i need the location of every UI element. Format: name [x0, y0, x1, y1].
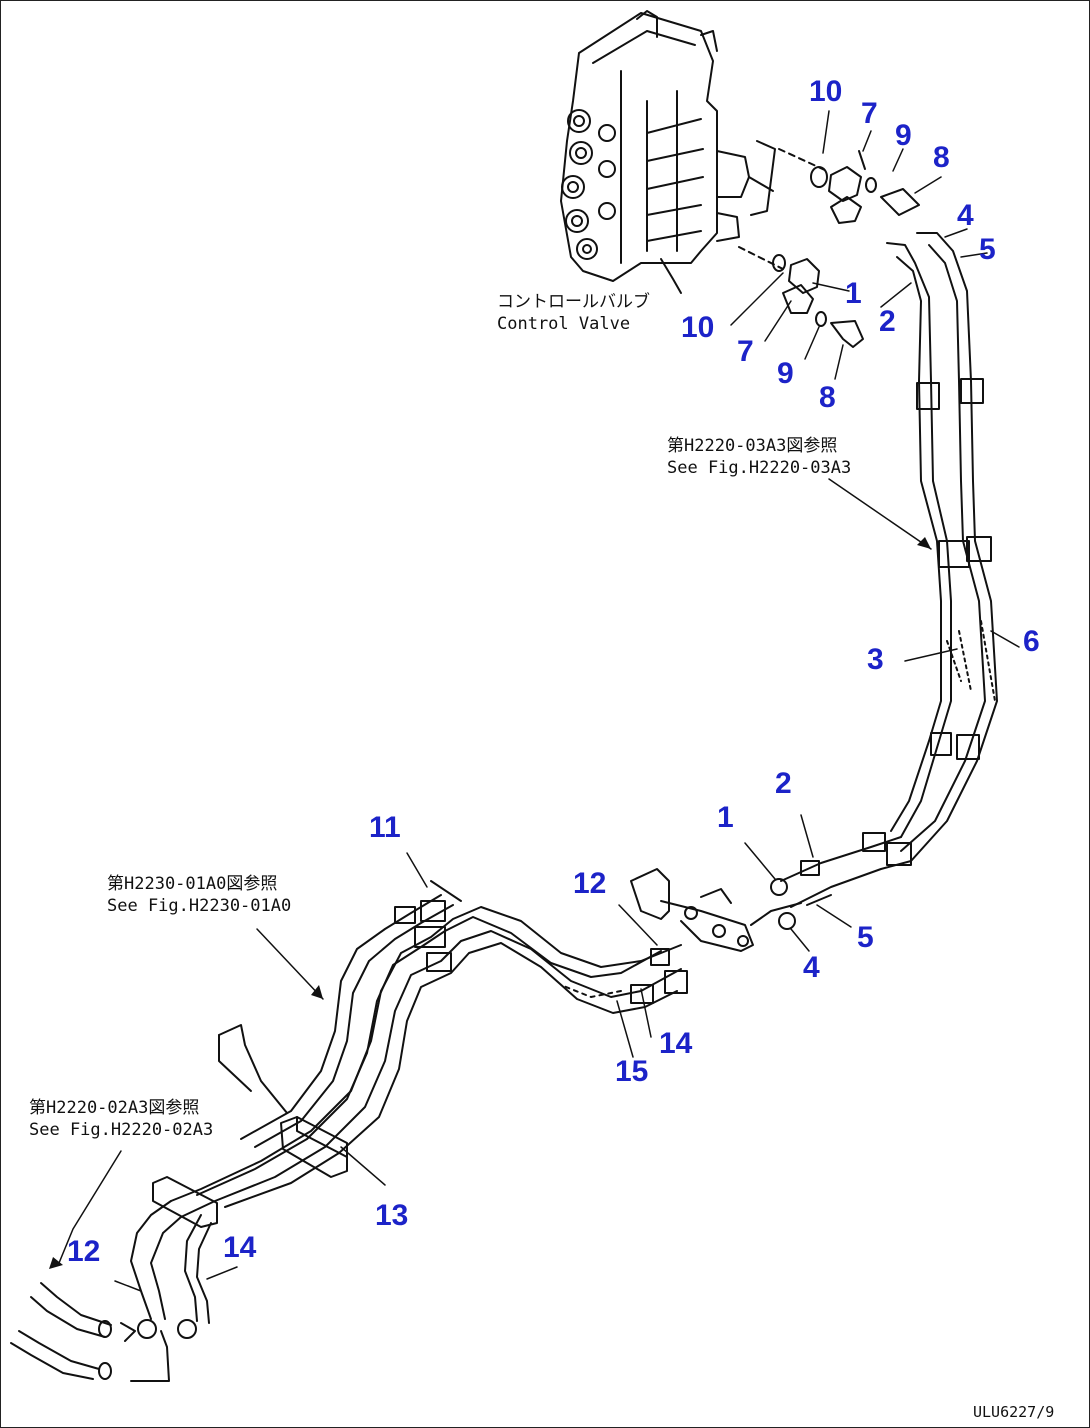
control-valve-body — [560, 10, 776, 294]
end-hoses — [10, 1200, 212, 1382]
callout-13: 13 — [375, 1199, 409, 1232]
reference-note-h2220-02a3: 第H2220-02A3図参照 See Fig.H2220-02A3 — [29, 1097, 213, 1141]
leader-lines — [58, 110, 1020, 1292]
reference-en: See Fig.H2220-02A3 — [29, 1120, 214, 1140]
reference-jp: 第H2230-01A0図参照 — [107, 874, 278, 894]
reference-note-h2220-03a3: 第H2220-03A3図参照 See Fig.H2220-03A3 — [667, 435, 851, 479]
upper-hoses — [886, 232, 998, 862]
callout-5-upper: 5 — [979, 233, 996, 266]
control-valve-label-en: Control Valve — [497, 314, 631, 334]
lower-clamp — [152, 1024, 348, 1228]
callout-9-lower: 9 — [777, 357, 794, 390]
lower-hose-bundle — [170, 880, 688, 1218]
callout-14-middle: 14 — [659, 1027, 693, 1060]
reference-en: See Fig.H2220-03A3 — [667, 458, 852, 478]
reference-jp: 第H2220-02A3図参照 — [29, 1098, 200, 1118]
callout-4-upper: 4 — [957, 199, 974, 232]
callout-14-lower: 14 — [223, 1231, 257, 1264]
upper-flange-fittings — [810, 150, 920, 224]
arrowheads — [49, 537, 931, 1269]
callout-3: 3 — [867, 643, 884, 676]
callout-10-upper: 10 — [809, 75, 843, 108]
callout-15: 15 — [615, 1055, 649, 1088]
callout-8-lower: 8 — [819, 381, 836, 414]
lower-flange-fittings — [772, 254, 864, 348]
callout-12-middle: 12 — [573, 867, 607, 900]
reference-jp: 第H2220-03A3図参照 — [667, 436, 838, 456]
middle-hoses — [750, 832, 912, 930]
callout-9-upper: 9 — [895, 119, 912, 152]
callout-6: 6 — [1023, 625, 1040, 658]
callout-4-middle: 4 — [803, 951, 820, 984]
reference-note-h2230-01a0: 第H2230-01A0図参照 See Fig.H2230-01A0 — [107, 873, 291, 917]
control-valve-label-jp: コントロールバルブ — [497, 292, 650, 312]
control-valve-label: コントロールバルブ Control Valve — [497, 291, 650, 335]
callout-2-middle: 2 — [775, 767, 792, 800]
callout-7-lower: 7 — [737, 335, 754, 368]
drawing-code: ULU6227/9 — [973, 1403, 1055, 1421]
callout-11: 11 — [369, 811, 401, 844]
mounting-bracket — [630, 868, 754, 952]
callout-10-lower: 10 — [681, 311, 715, 344]
callout-1-upper: 1 — [845, 277, 862, 310]
callout-5-middle: 5 — [857, 921, 874, 954]
callout-2-upper: 2 — [879, 305, 896, 338]
callout-1-middle: 1 — [717, 801, 734, 834]
callout-12-lower: 12 — [67, 1235, 101, 1268]
callout-8-upper: 8 — [933, 141, 950, 174]
callout-7-upper: 7 — [861, 97, 878, 130]
reference-en: See Fig.H2230-01A0 — [107, 896, 292, 916]
